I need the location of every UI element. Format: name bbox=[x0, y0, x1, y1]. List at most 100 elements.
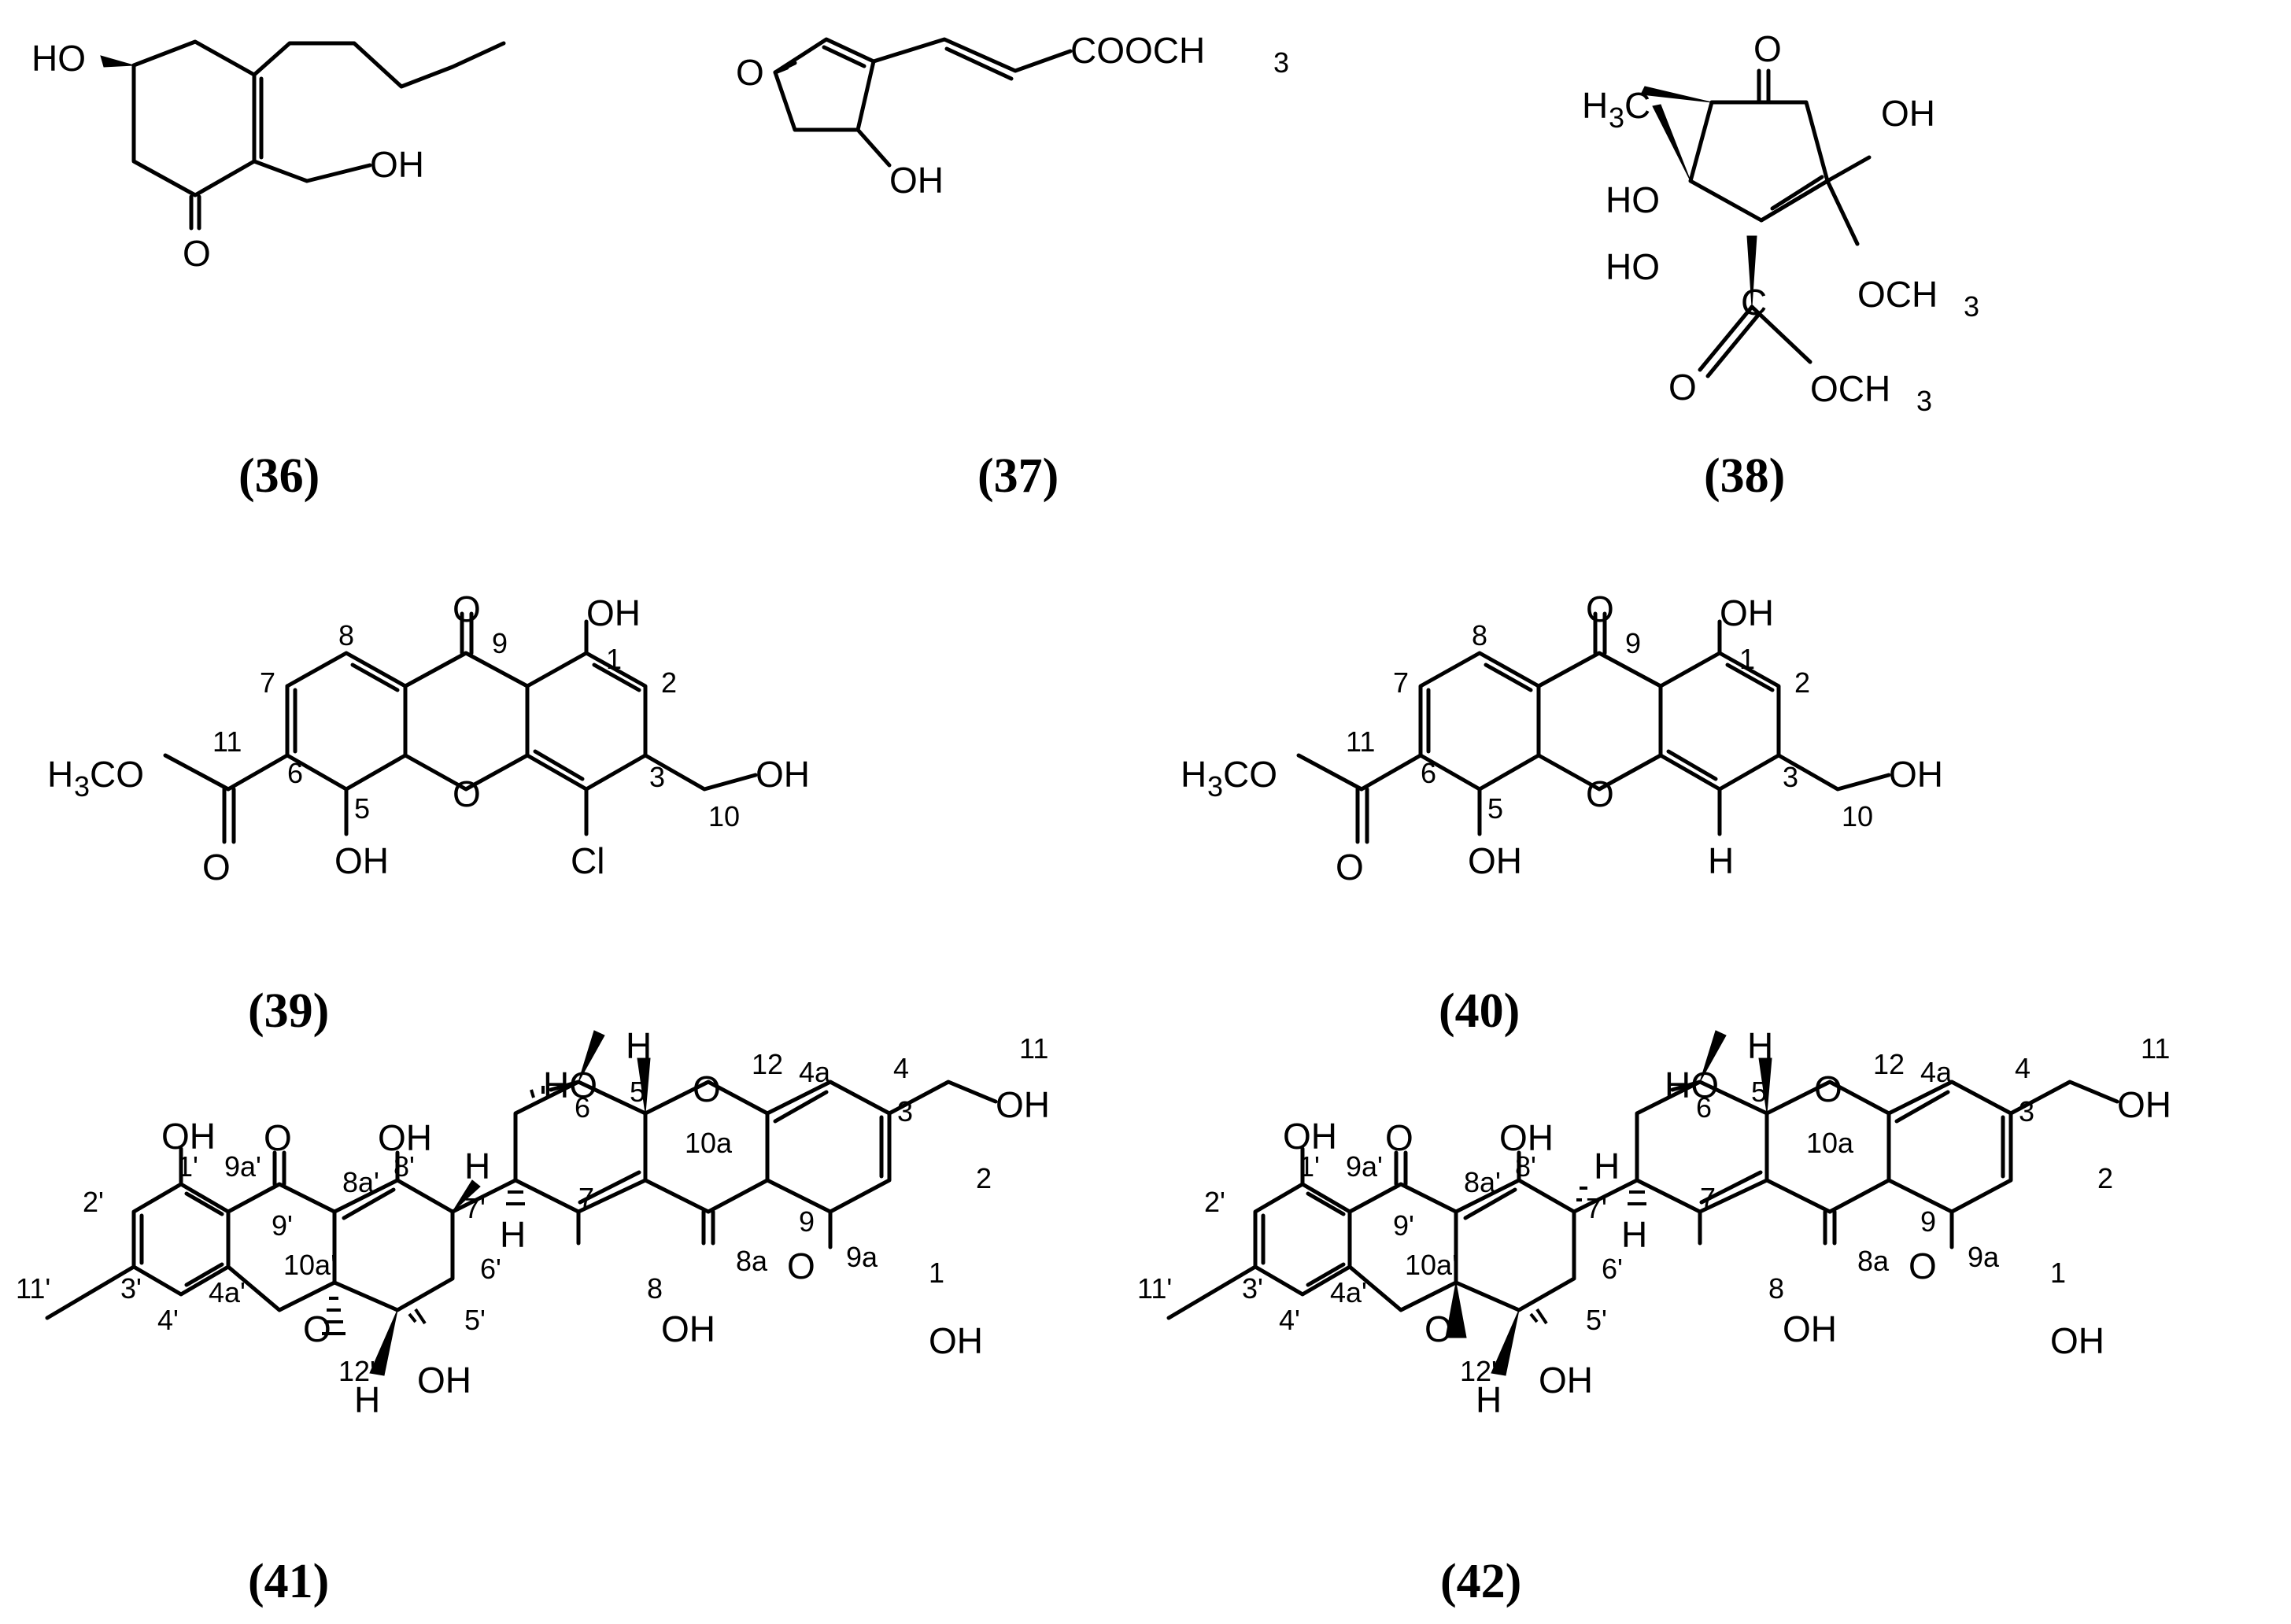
atom-h-7: H bbox=[500, 1214, 526, 1255]
atom-oh: OH bbox=[370, 144, 424, 185]
compound-38: H 3 C O OH HO HO OCH 3 C O OCH 3 bbox=[1582, 28, 1979, 417]
caption-40: (40) bbox=[1439, 984, 1520, 1038]
locant-4p: 4' bbox=[1279, 1304, 1300, 1336]
atom-o: O bbox=[183, 233, 211, 274]
locant-7: 7 bbox=[578, 1182, 594, 1214]
locant-9: 9 bbox=[799, 1205, 815, 1238]
locant-2: 2 bbox=[1794, 666, 1810, 699]
atom-oh-1: OH bbox=[2050, 1320, 2104, 1361]
locant-4ap: 4a' bbox=[1330, 1276, 1367, 1308]
locant-8ap: 8a' bbox=[342, 1166, 379, 1198]
atom-ho-5: HO bbox=[543, 1065, 597, 1105]
locant-9: 9 bbox=[492, 627, 508, 659]
locant-5: 5 bbox=[354, 792, 370, 825]
atom-oh-11: OH bbox=[2117, 1084, 2171, 1125]
locant-7p: 7' bbox=[464, 1192, 486, 1224]
locant-1p: 1' bbox=[1299, 1150, 1320, 1183]
locant-2p: 2' bbox=[1204, 1186, 1225, 1218]
compound-40: OH O O OH H OH O H 3 CO 8 7 9 1 2 3 6 5 … bbox=[1181, 589, 1943, 888]
locant-6: 6 bbox=[575, 1091, 590, 1124]
atom-h-7p: H bbox=[464, 1146, 490, 1187]
locant-1: 1 bbox=[606, 643, 622, 675]
atom-h3c-h: H bbox=[1582, 85, 1608, 126]
locant-12p: 12' bbox=[338, 1355, 375, 1387]
locant-3: 3 bbox=[897, 1095, 913, 1128]
atom-oh: OH bbox=[1881, 93, 1935, 134]
atom-o-9: O bbox=[1586, 589, 1614, 629]
locant-2: 2 bbox=[2097, 1162, 2113, 1194]
locant-11: 11 bbox=[1346, 725, 1375, 758]
caption-42: (42) bbox=[1440, 1555, 1521, 1608]
atom-cooch: COOCH bbox=[1070, 30, 1205, 71]
atom-h-5p: H bbox=[354, 1379, 380, 1420]
locant-7: 7 bbox=[1700, 1182, 1716, 1214]
locant-3: 3 bbox=[649, 761, 665, 793]
atom-h-7: H bbox=[1621, 1214, 1647, 1255]
atom-sub-3: 3 bbox=[1273, 46, 1289, 79]
locant-9ap: 9a' bbox=[224, 1150, 261, 1183]
atom-oh-8: OH bbox=[661, 1308, 715, 1349]
locant-5: 5 bbox=[1487, 792, 1503, 825]
locant-9a: 9a bbox=[1968, 1241, 2000, 1273]
caption-38: (38) bbox=[1704, 449, 1785, 503]
locant-7: 7 bbox=[260, 666, 275, 699]
locant-8a: 8a bbox=[736, 1245, 768, 1277]
atom-o-ring-p: O bbox=[303, 1308, 331, 1349]
atom-ho: HO bbox=[31, 38, 86, 79]
locant-7p: 7' bbox=[1586, 1192, 1607, 1224]
atom-h3co-sub: 3 bbox=[74, 770, 90, 803]
atom-oh-5: OH bbox=[334, 840, 389, 881]
atom-oh-8: OH bbox=[1783, 1308, 1837, 1349]
locant-11p: 11' bbox=[1137, 1272, 1172, 1305]
locant-1: 1 bbox=[1739, 643, 1755, 675]
compound-36: HO OH O bbox=[31, 38, 506, 274]
locant-5p: 5' bbox=[464, 1304, 486, 1336]
locant-7: 7 bbox=[1393, 666, 1409, 699]
locant-8p: 8' bbox=[1515, 1150, 1536, 1183]
compound-41: OH O OH O H OH H H HO H O OH O OH OH 1' … bbox=[16, 1025, 1050, 1420]
atom-sub-3b: 3 bbox=[1916, 385, 1932, 417]
locant-8: 8 bbox=[1768, 1272, 1784, 1305]
atom-cl: Cl bbox=[571, 840, 604, 881]
atom-oh-5p: OH bbox=[417, 1360, 471, 1401]
atom-sub-3: 3 bbox=[1964, 290, 1979, 323]
atom-h3co-sub: 3 bbox=[1207, 770, 1223, 803]
atom-h3co-h: H bbox=[47, 754, 73, 795]
atom-oh-1p: OH bbox=[1283, 1116, 1337, 1157]
atom-o-9: O bbox=[1909, 1246, 1937, 1286]
locant-9: 9 bbox=[1920, 1205, 1936, 1238]
locant-4a: 4a bbox=[1920, 1056, 1953, 1088]
locant-12: 12 bbox=[1873, 1048, 1905, 1080]
atom-oh-1: OH bbox=[1720, 592, 1774, 633]
locant-4p: 4' bbox=[157, 1304, 179, 1336]
atom-h3co-h: H bbox=[1181, 754, 1206, 795]
locant-6p: 6' bbox=[480, 1253, 501, 1285]
atom-oh: OH bbox=[889, 160, 944, 201]
atom-oh-10: OH bbox=[1889, 754, 1943, 795]
atom-oh-8p: OH bbox=[378, 1117, 432, 1158]
locant-5: 5 bbox=[1751, 1076, 1767, 1108]
atom-o-9p: O bbox=[1385, 1117, 1413, 1158]
locant-4a: 4a bbox=[799, 1056, 831, 1088]
locant-4: 4 bbox=[893, 1052, 909, 1084]
locant-2: 2 bbox=[661, 666, 677, 699]
atom-oh-1p: OH bbox=[161, 1116, 216, 1157]
atom-oh-8p: OH bbox=[1499, 1117, 1554, 1158]
atom-h3co-rest: CO bbox=[1223, 754, 1277, 795]
locant-3p: 3' bbox=[1242, 1272, 1263, 1305]
locant-10a: 10a bbox=[1806, 1127, 1854, 1159]
locant-5p: 5' bbox=[1586, 1304, 1607, 1336]
atom-o-ring: O bbox=[1586, 773, 1614, 814]
locant-6: 6 bbox=[1421, 757, 1436, 789]
locant-11p: 11' bbox=[16, 1272, 50, 1305]
atom-oh-5p: OH bbox=[1539, 1360, 1593, 1401]
atom-h: H bbox=[1708, 840, 1734, 881]
locant-9a: 9a bbox=[846, 1241, 878, 1273]
atom-h3c-c: C bbox=[1624, 85, 1650, 126]
locant-1p: 1' bbox=[177, 1150, 198, 1183]
locant-9p: 9' bbox=[1393, 1209, 1414, 1242]
locant-9: 9 bbox=[1625, 627, 1641, 659]
caption-41: (41) bbox=[248, 1555, 329, 1608]
locant-1: 1 bbox=[2050, 1257, 2066, 1289]
